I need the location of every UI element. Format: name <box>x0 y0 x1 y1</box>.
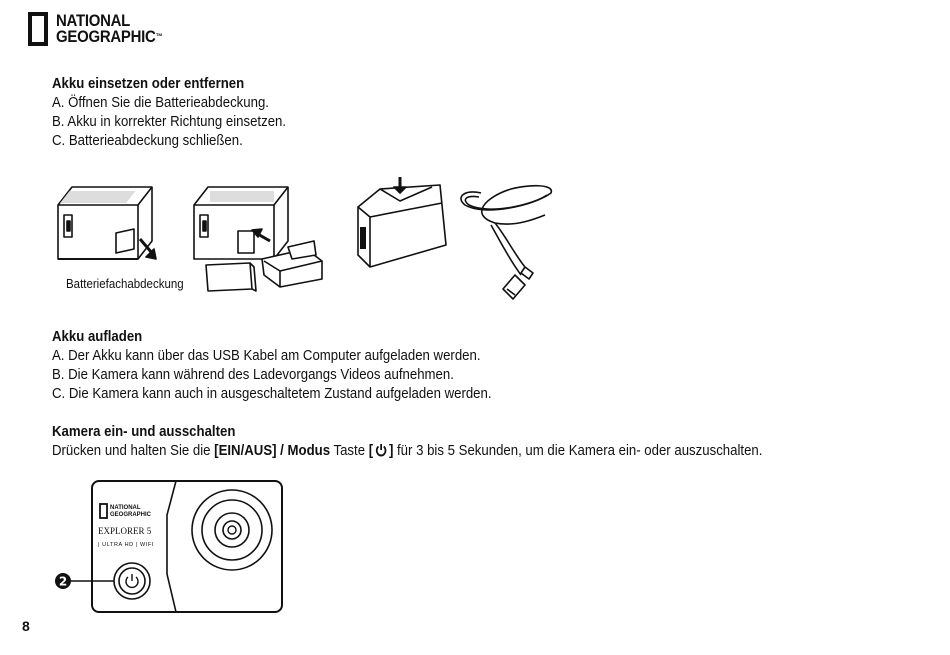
section-power-toggle: Kamera ein- und ausschalten Drücken und … <box>52 422 859 460</box>
section2-item-a: A. Der Akku kann über das USB Kabel am C… <box>52 347 481 364</box>
section1-item-a: A. Öffnen Sie die Batterieabdeckung. <box>52 94 269 111</box>
usb-cable-icon <box>460 184 552 300</box>
section3-text-before: Drücken und halten Sie die <box>52 442 215 459</box>
page-number: 8 <box>22 618 30 634</box>
logo-tm: ™ <box>155 32 163 41</box>
camera-logo-line1: NATIONAL <box>110 505 141 511</box>
camera-features: | ULTRA HD | WIFI <box>98 542 154 548</box>
camera-front-illustration: NATIONAL GEOGRAPHIC EXPLORER 5 | ULTRA H… <box>55 480 283 613</box>
national-geographic-logo: NATIONAL GEOGRAPHIC™ <box>28 9 177 49</box>
camera-open-cover-icon <box>57 186 157 260</box>
logo-yellow-border-icon <box>28 12 48 46</box>
power-icon <box>375 444 387 457</box>
section3-text-after: für 3 bis 5 Sekunden, um die Kamera ein-… <box>393 442 763 459</box>
section-battery-insert: Akku einsetzen oder entfernen A. Öffnen … <box>52 74 318 150</box>
callout-number: 2 <box>59 575 67 589</box>
section2-item-b: B. Die Kamera kann während des Ladevorga… <box>52 366 454 383</box>
section-battery-charge: Akku aufladen A. Der Akku kann über das … <box>52 327 551 403</box>
logo-line2: GEOGRAPHIC <box>56 27 156 46</box>
section1-title: Akku einsetzen oder entfernen <box>52 75 245 92</box>
section3-text-mid: Taste <box>330 442 369 459</box>
section2-item-c: C. Die Kamera kann auch in ausgeschaltet… <box>52 385 492 402</box>
power-button[interactable] <box>113 562 151 600</box>
section1-item-b: B. Akku in korrekter Richtung einsetzen. <box>52 113 287 130</box>
section3-mode-button-name: [EIN/AUS] / Modus <box>214 442 331 459</box>
camera-model: EXPLORER 5 <box>98 526 152 536</box>
section1-item-c: C. Batterieabdeckung schließen. <box>52 132 243 149</box>
camera-logo-line2: GEOGRAPHIC <box>110 512 152 518</box>
power-symbol-inline: [] <box>368 442 394 459</box>
section2-title: Akku aufladen <box>52 328 143 345</box>
callout-badge <box>55 573 71 589</box>
charger-with-battery-icon <box>357 177 447 268</box>
logo-line1: NATIONAL <box>56 11 131 30</box>
battery-illustrations <box>57 177 552 300</box>
section3-title: Kamera ein- und ausschalten <box>52 423 236 440</box>
battery-cover-caption: Batteriefachabdeckung <box>66 277 184 291</box>
camera-insert-battery-icon <box>193 186 323 292</box>
